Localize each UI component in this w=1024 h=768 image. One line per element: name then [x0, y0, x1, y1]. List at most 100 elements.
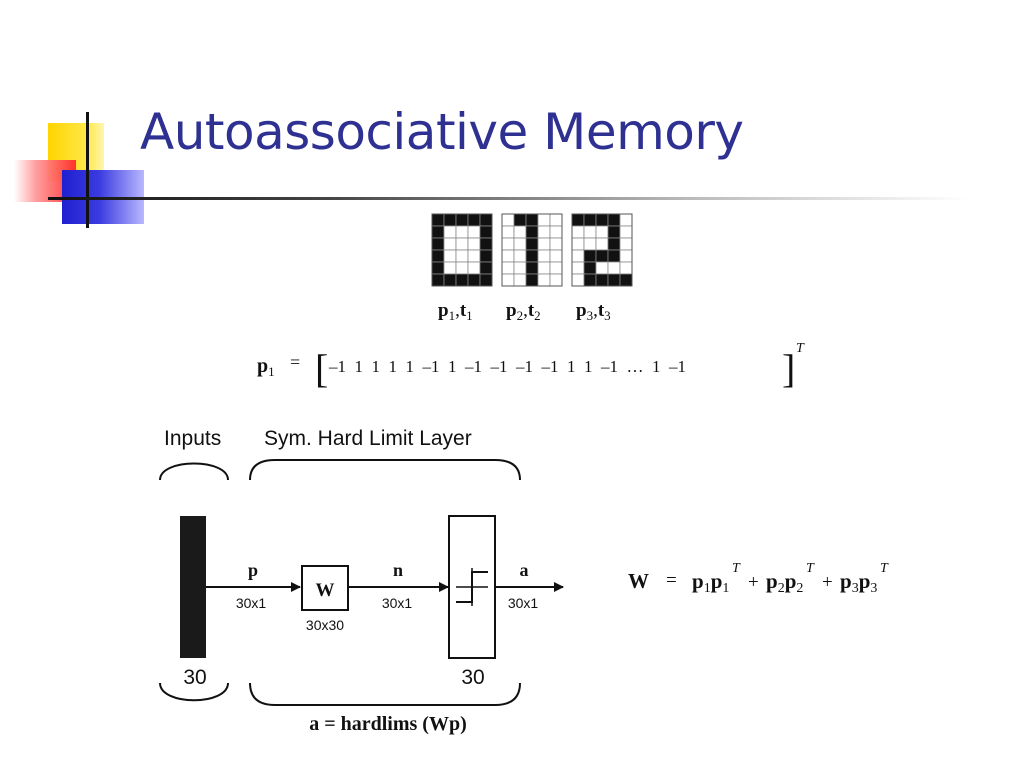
weight-eq-transpose-2: T [806, 561, 815, 576]
pattern-label-2: p2,t2 [506, 300, 541, 323]
grid-cell [619, 237, 633, 251]
grid-cell [571, 261, 585, 275]
weight-eq-transpose-3: T [880, 561, 889, 576]
layer-size: 30 [461, 666, 484, 689]
grid-cell [595, 261, 609, 275]
grid-cell [619, 261, 633, 275]
grid-border [431, 213, 493, 287]
grid-border [501, 213, 563, 287]
grid-cell [479, 225, 493, 239]
grid-cell [443, 273, 457, 287]
grid-cell [479, 261, 493, 275]
grid-cell [583, 225, 597, 239]
grid-cell [479, 249, 493, 263]
grid-cell [501, 225, 515, 239]
grid-cell [525, 225, 539, 239]
grid-cell [501, 237, 515, 251]
grid-cell [595, 225, 609, 239]
p1-vector-equation: p1 = [ –1 1 1 1 1 –1 1 –1 –1 –1 –1 1 1 –… [257, 341, 805, 391]
grid-cell [549, 213, 563, 227]
weight-eq-equals: = [666, 570, 677, 591]
grid-cell [431, 225, 445, 239]
digit-grid-1 [431, 213, 493, 287]
grid-cell [455, 237, 469, 251]
grid-cell [607, 249, 621, 263]
grid-cell [549, 273, 563, 287]
grid-cell [513, 273, 527, 287]
grid-cell [619, 273, 633, 287]
layer-bottom-brace [249, 682, 521, 706]
inputs-top-brace [159, 462, 229, 481]
inputs-label: Inputs [164, 427, 221, 450]
grid-cell [595, 213, 609, 227]
grid-cell [595, 249, 609, 263]
grid-cell [583, 273, 597, 287]
step-function-icon [456, 571, 488, 603]
grid-cell [443, 213, 457, 227]
grid-cell [595, 237, 609, 251]
digit-grid-2 [501, 213, 563, 287]
grid-cell [455, 273, 469, 287]
p1-vector-values: –1 1 1 1 1 –1 1 –1 –1 –1 –1 1 1 –1 … 1 –… [328, 357, 686, 376]
grid-cell [455, 261, 469, 275]
grid-cell [619, 249, 633, 263]
p1-open-bracket: [ [315, 346, 328, 391]
grid-cell [537, 261, 551, 275]
a-dimension: 30x1 [508, 595, 539, 611]
grid-cell [537, 237, 551, 251]
grid-cell [595, 273, 609, 287]
grid-cell [537, 225, 551, 239]
grid-cell [513, 213, 527, 227]
grid-cell [571, 273, 585, 287]
grid-cell [513, 225, 527, 239]
grid-cell [431, 249, 445, 263]
grid-cell [455, 225, 469, 239]
p-dimension: 30x1 [236, 595, 267, 611]
grid-cell [583, 249, 597, 263]
grid-cell [583, 213, 597, 227]
pattern-label-1: p1,t1 [438, 300, 473, 323]
title-vertical-rule [86, 112, 89, 228]
grid-cell [583, 261, 597, 275]
weight-eq-transpose-1: T [732, 561, 741, 576]
grid-cell [467, 225, 481, 239]
inputs-bottom-brace [159, 682, 229, 702]
grid-cell [619, 213, 633, 227]
n-label: n [393, 560, 403, 580]
grid-cell [607, 273, 621, 287]
grid-cell [467, 261, 481, 275]
network-diagram: Inputs Sym. Hard Limit Layer p 30x1 W 30… [159, 427, 564, 735]
grid-cell [525, 273, 539, 287]
grid-cell [501, 249, 515, 263]
grid-cell [443, 237, 457, 251]
slide-title: Autoassociative Memory [140, 103, 744, 161]
grid-cell [443, 249, 457, 263]
grid-cell [571, 237, 585, 251]
grid-cell [607, 213, 621, 227]
p1-transpose: T [796, 341, 805, 356]
grid-cell [571, 213, 585, 227]
input-vector-bar [180, 516, 206, 658]
grid-border [571, 213, 633, 287]
grid-cell [455, 213, 469, 227]
pattern-labels: p1,t1 p2,t2 p3,t3 [438, 300, 611, 323]
grid-cell [583, 237, 597, 251]
grid-cell [571, 225, 585, 239]
grid-cell [513, 237, 527, 251]
grid-cell [431, 213, 445, 227]
grid-cell [607, 225, 621, 239]
weight-label: W [316, 580, 335, 601]
digit-pattern-grids [431, 213, 633, 287]
weight-equation: W = p1p1 T + p2p2 T + p3p3 T [628, 561, 889, 596]
grid-cell [501, 261, 515, 275]
grid-cell [537, 273, 551, 287]
layer-top-brace [249, 459, 521, 481]
grid-cell [549, 261, 563, 275]
grid-cell [501, 273, 515, 287]
grid-cell [443, 261, 457, 275]
grid-cell [501, 213, 515, 227]
grid-cell [549, 225, 563, 239]
grid-cell [431, 273, 445, 287]
grid-cell [549, 237, 563, 251]
p-label: p [248, 560, 258, 580]
